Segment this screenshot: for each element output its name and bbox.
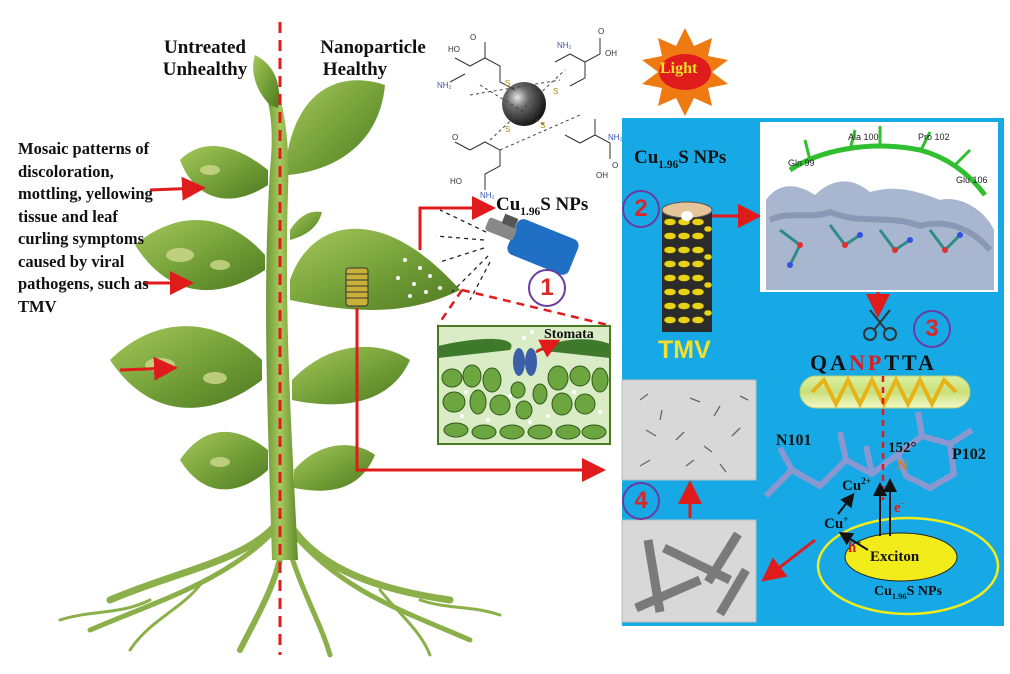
svg-text:OH: OH — [596, 171, 608, 180]
exciton-label: Exciton — [870, 549, 920, 565]
svg-text:S: S — [553, 87, 558, 96]
cu2-charge: 2+ — [861, 476, 871, 486]
protein-label: Glu 106 — [956, 175, 988, 185]
np-label-panel: Cu1.96S NPs — [634, 147, 726, 171]
svg-text:O: O — [612, 161, 618, 170]
np-label-main: Cu — [496, 194, 521, 215]
nanoparticle-label: Nanoparticle — [320, 37, 426, 58]
np-label-end: S NPs — [906, 584, 942, 599]
peptide-structure — [763, 411, 974, 499]
np-label-bottom: Cu1.96S NPs — [874, 584, 942, 601]
svg-text:S: S — [505, 79, 510, 88]
np-label-main: Cu — [634, 147, 659, 168]
light-sun-icon — [642, 28, 728, 116]
tmv-label: TMV — [658, 336, 711, 364]
np-label-sub: 1.96 — [891, 591, 907, 601]
sequence-prefix: QA — [810, 350, 849, 375]
protein-helix-icon — [799, 375, 971, 409]
sequence-cleavage-site: NP — [849, 350, 885, 375]
svg-text:HO: HO — [450, 177, 462, 186]
stomata-cross-section — [437, 325, 611, 445]
nanoparticle-ring — [816, 516, 1000, 616]
untreated-label: Untreated — [164, 37, 246, 58]
tem-image-long-rods — [621, 519, 757, 623]
svg-text:NH₂: NH₂ — [608, 133, 623, 142]
svg-text:O: O — [452, 133, 458, 142]
zoom-lines — [436, 288, 609, 327]
protein-label: Ala 100 — [848, 132, 879, 142]
svg-text:O: O — [598, 27, 604, 36]
stomata-label: Stomata — [544, 327, 594, 342]
np-label-top: Cu1.96S NPs — [496, 194, 588, 218]
nitrogen-atom: N — [897, 458, 908, 474]
bond-angle: 152° — [888, 440, 917, 456]
step-number-4: 4 — [622, 482, 660, 520]
tmv-on-leaf-icon — [345, 267, 369, 307]
spray-to-label-arrow — [418, 196, 496, 250]
peptide-sequence: QANPTTA — [810, 350, 937, 376]
svg-text:S: S — [505, 125, 510, 134]
exciton-to-rods-arrow — [761, 538, 816, 582]
svg-text:NH₂: NH₂ — [557, 41, 572, 50]
treated-header: Nanoparticle Healthy — [298, 37, 448, 81]
tem-image-short-rods — [621, 379, 757, 481]
light-label: Light — [660, 60, 698, 77]
cu1-charge: + — [843, 514, 849, 524]
electron-carrier: e- — [894, 498, 904, 517]
np-label-main: Cu — [874, 584, 892, 599]
svg-text:O: O — [470, 33, 476, 42]
molecule-atom-labels: HO O NH₂ S S NH₂ O OH S S O HO NH₂ NH₂ O OH — [437, 27, 623, 200]
svg-text:NH₂: NH₂ — [437, 81, 452, 90]
leaf-to-panel-arrow — [355, 308, 606, 482]
svg-text:OH: OH — [605, 49, 617, 58]
sequence-suffix: TTA — [884, 350, 937, 375]
svg-text:HO: HO — [448, 45, 460, 54]
unhealthy-label: Unhealthy — [162, 59, 248, 80]
hole-carrier: h+ — [848, 538, 861, 557]
residue-n101: N101 — [776, 432, 812, 449]
np-label-sub: 1.96 — [520, 205, 541, 218]
np-label-sub: 1.96 — [658, 158, 679, 171]
cu2-text: Cu — [842, 478, 862, 494]
symptom-description: Mosaic patterns of discoloration, mottli… — [18, 139, 153, 316]
spray-bottle-icon — [435, 209, 579, 301]
protein-label: Gln 99 — [788, 158, 815, 168]
step-number-1: 1 — [528, 269, 566, 307]
svg-text:NH₂: NH₂ — [480, 191, 495, 200]
healthy-leaves — [288, 80, 460, 491]
cu2-ion: Cu2+ — [842, 476, 871, 495]
symptom-arrows — [119, 176, 206, 381]
step-number-2: 2 — [622, 190, 660, 228]
residue-p102: P102 — [952, 446, 986, 463]
protein-binding-image: Gln 99 Ala 100 Pro 102 Glu 106 — [760, 122, 998, 292]
step-number-3: 3 — [913, 310, 951, 348]
electron-text: e — [894, 500, 901, 516]
healthy-label: Healthy — [322, 59, 388, 80]
exciton-ellipse — [844, 532, 958, 582]
scissors-icon — [863, 309, 897, 341]
hole-charge: + — [856, 538, 862, 548]
tmv-rod-icon — [661, 201, 713, 332]
electron-transfer-arrows — [837, 478, 897, 551]
protein-label: Pro 102 — [918, 132, 950, 142]
untreated-header: Untreated Unhealthy — [150, 37, 260, 81]
np-label-end: S NPs — [540, 194, 589, 215]
hole-text: h — [848, 540, 857, 556]
cu-s-molecule — [449, 38, 611, 190]
electron-charge: - — [900, 498, 904, 508]
nanoparticle-droplets — [396, 258, 442, 298]
np-label-end: S NPs — [678, 147, 727, 168]
cu1-text: Cu — [824, 516, 844, 532]
svg-text:S: S — [540, 121, 545, 130]
cu1-ion: Cu+ — [824, 514, 848, 533]
